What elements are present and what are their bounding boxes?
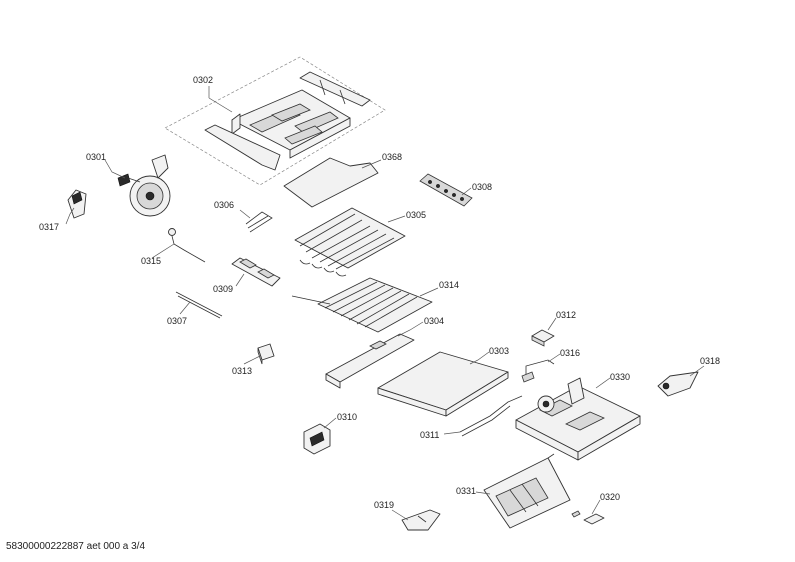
part-0316-retainer[interactable] [521,359,555,383]
label-0305: 0305 [406,210,426,220]
document-code: 58300000222887 aet 000 a 3/4 [6,541,146,552]
label-0315: 0315 [141,256,161,266]
label-0320: 0320 [600,492,620,502]
label-0310: 0310 [337,412,357,422]
leader-0306 [239,209,251,219]
label-0304: 0304 [424,316,444,326]
label-0331: 0331 [456,486,476,496]
leader-0305 [387,215,406,223]
leader-0307 [179,301,191,315]
part-0310-control-panel[interactable] [303,423,331,455]
part-0330-fan-housing[interactable] [515,377,641,461]
leader-0301 [104,159,126,179]
label-0311: 0311 [420,430,439,440]
leader-0311 [443,431,461,435]
leader-0368 [361,159,382,169]
leader-0313 [243,355,261,365]
leader-0309 [235,273,245,287]
leader-0314 [419,287,439,297]
label-0330: 0330 [610,372,630,382]
leader-0302-b [208,97,233,113]
label-0317: 0317 [39,222,59,232]
label-0314: 0314 [439,280,459,290]
part-0308-drip-strip[interactable] [419,173,473,207]
label-0316: 0316 [560,348,580,358]
part-0311-heater-wire[interactable] [459,395,523,437]
label-0312: 0312 [556,310,576,320]
label-0319: 0319 [374,500,394,510]
leader-0320 [591,499,601,515]
label-0318: 0318 [700,356,720,366]
leader-0310 [323,417,337,429]
label-0309: 0309 [213,284,233,294]
part-0303-drip-tray[interactable] [377,351,509,417]
label-0301: 0301 [86,152,106,162]
part-0301-fan-motor[interactable] [117,154,171,217]
part-0306-wire-clip[interactable] [245,211,273,233]
leader-0318 [689,365,705,377]
label-0307: 0307 [167,316,187,326]
leader-0312 [547,317,557,331]
label-0306: 0306 [214,200,234,210]
label-0313: 0313 [232,366,252,376]
leader-0330 [595,377,611,389]
part-0368-insulation-pad[interactable] [283,157,379,208]
label-0303: 0303 [489,346,509,356]
part-0317-bracket[interactable] [67,189,87,219]
part-0319-cover[interactable] [401,509,441,531]
part-0313-connector[interactable] [257,343,275,365]
part-0305-evaporator-coil[interactable] [294,207,406,277]
label-0302: 0302 [193,75,213,85]
part-0315-temperature-sensor[interactable] [168,228,206,263]
part-0302-evaporator-cover[interactable] [164,56,386,186]
leader-0303 [469,351,490,365]
part-0312-cap[interactable] [531,329,555,347]
part-0318-hinge-cover[interactable] [657,371,699,397]
leader-0316 [547,353,561,363]
part-0320-clip[interactable] [571,510,605,525]
label-0308: 0308 [472,182,492,192]
part-0307-rod[interactable] [175,291,223,319]
part-0304-drain-channel[interactable] [325,333,415,389]
leader-0331 [475,491,491,495]
leader-0319 [391,509,409,521]
part-0309-holder[interactable] [231,257,281,287]
part-0314-defrost-heater[interactable] [291,277,433,333]
label-0368: 0368 [382,152,402,162]
part-0331-base-frame[interactable] [483,453,571,529]
leader-0304 [397,321,424,337]
leader-0315 [151,243,175,259]
leader-0308 [461,187,472,196]
leader-0317 [65,207,75,225]
